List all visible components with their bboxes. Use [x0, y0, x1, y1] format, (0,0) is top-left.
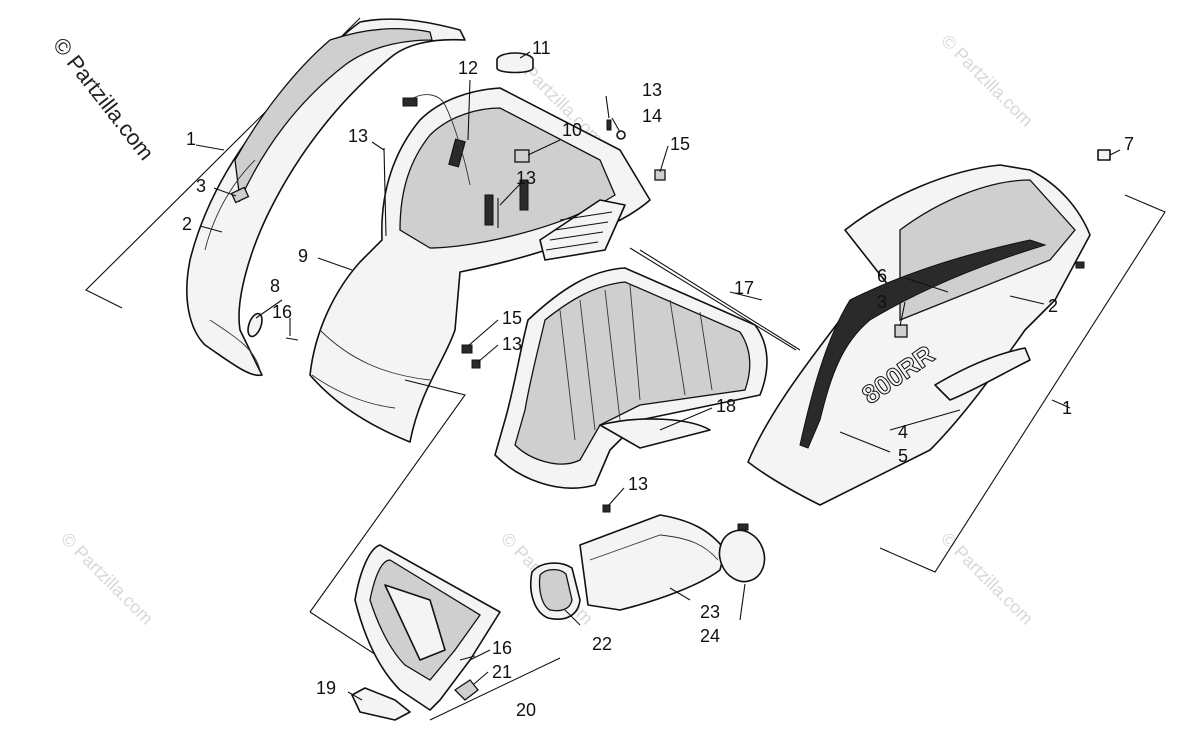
grommet-8 [247, 312, 263, 338]
callout-13-e: 13 [628, 474, 648, 494]
hood-vents [545, 211, 613, 251]
callout-15-b: 15 [502, 308, 522, 328]
clip-3-left [230, 186, 250, 204]
callout-1-right: 1 [1062, 398, 1072, 418]
callout-24: 24 [700, 626, 720, 646]
watermark-faint-1: © Partzilla.com [937, 31, 1037, 131]
callout-6: 6 [877, 266, 887, 286]
callout-2-left: 2 [182, 214, 192, 234]
bracket-hood [309, 249, 801, 613]
inner-liner-17 [494, 247, 797, 513]
callout-15-a: 15 [670, 134, 690, 154]
callout-18: 18 [716, 396, 736, 416]
callout-14: 14 [642, 106, 662, 126]
callout-8: 8 [270, 276, 280, 296]
lower-nose-assembly [309, 544, 561, 721]
callout-19: 19 [316, 678, 336, 698]
callout-13-a: 13 [348, 126, 368, 146]
callout-17: 17 [734, 278, 754, 298]
callout-2-right: 2 [1048, 296, 1058, 316]
hood-assembly [309, 87, 651, 443]
clip-3-right [894, 324, 908, 338]
callout-9: 9 [298, 246, 308, 266]
callout-16-bottom: 16 [492, 638, 512, 658]
callout-11: 11 [532, 38, 551, 58]
left-side-panel [186, 18, 466, 377]
callout-10: 10 [562, 120, 582, 140]
callout-3-left: 3 [196, 176, 206, 196]
callout-13-d: 13 [502, 334, 522, 354]
watermark-faint-3: © Partzilla.com [57, 529, 157, 629]
latch-10 [514, 149, 530, 163]
callout-22: 22 [592, 634, 612, 654]
fastener-7 [1097, 149, 1111, 161]
watermark-faint-5: © Partzilla.com [937, 529, 1037, 629]
clip-21 [453, 679, 479, 701]
clip-15-top [654, 169, 666, 181]
clamp-24 [718, 529, 766, 583]
duct-23 [579, 514, 726, 611]
intake-duct-assembly [530, 514, 766, 626]
callout-13-c: 13 [642, 80, 662, 100]
right-side-panel: 800RR [747, 149, 1121, 506]
callout-5: 5 [898, 446, 908, 466]
callout-1-left: 1 [186, 129, 196, 149]
bracket-right-assembly [879, 194, 1166, 573]
callout-21: 21 [492, 662, 512, 682]
bracket-19 [351, 687, 411, 721]
callout-7: 7 [1124, 134, 1134, 154]
callout-16-left: 16 [272, 302, 292, 322]
watermark-main: © Partzilla.com [48, 33, 159, 165]
callout-13-b: 13 [516, 168, 536, 188]
callout-4: 4 [898, 422, 908, 442]
callout-23: 23 [700, 602, 720, 622]
callout-12: 12 [458, 58, 478, 78]
callout-3-right: 3 [877, 292, 887, 312]
hood-hardware [285, 51, 669, 369]
leaders-left [199, 187, 353, 336]
callout-20: 20 [516, 700, 536, 720]
callouts: 1 3 2 8 16 9 12 11 13 10 13 13 14 15 17 … [182, 38, 1134, 720]
